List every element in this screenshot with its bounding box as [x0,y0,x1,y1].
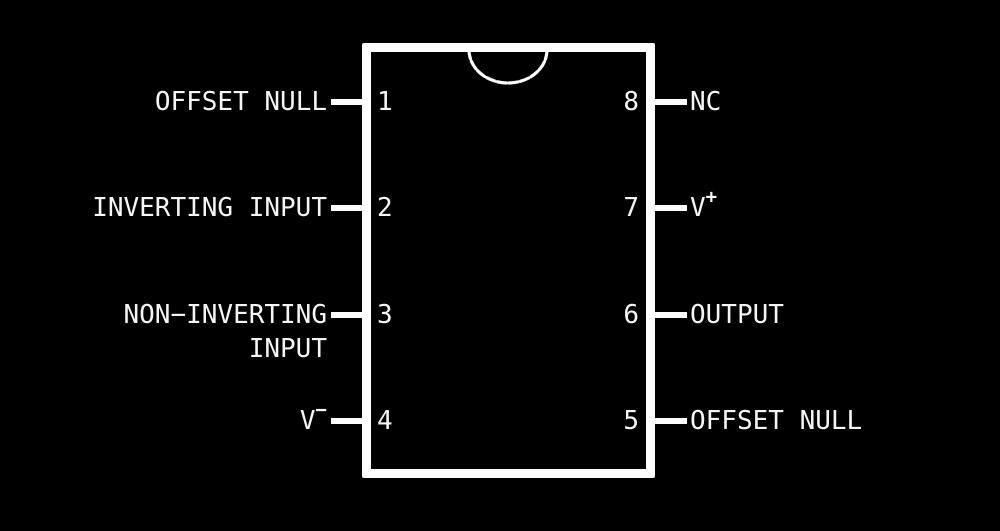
ic-body [362,43,655,478]
pin-2-lead [331,205,363,211]
pin-8-lead [653,99,687,105]
pin-3-number: 3 [377,300,393,330]
pin-8-label: NC [690,85,995,119]
pin-3-label-line1: NON−INVERTING [123,300,328,330]
pin-5-label: OFFSET NULL [690,404,995,438]
pin-5-number: 5 [623,406,639,436]
pin-1-number: 1 [377,87,393,117]
pin-3-label-line2: INPUT [248,334,327,364]
pin-6-label: OUTPUT [690,298,995,332]
pin-3-lead [331,312,363,318]
pin-3-label: NON−INVERTING INPUT [0,298,328,366]
notch-icon [467,48,549,85]
pin-4-label: V− [0,401,327,438]
pin-8-label-text: NC [690,87,722,117]
pin-7-label-text: V [690,193,706,223]
pin-6-lead [653,312,687,318]
pin-7-number: 7 [623,193,639,223]
pin-8-number: 8 [623,87,639,117]
pin-4-label-superscript: − [315,399,327,422]
pin-6-label-text: OUTPUT [690,300,784,330]
pin-6-number: 6 [623,300,639,330]
pin-1-lead [331,99,363,105]
pin-5-label-text: OFFSET NULL [690,406,863,436]
pin-2-number: 2 [377,193,393,223]
pin-4-label-text: V [299,406,316,436]
pin-2-label: INVERTING INPUT [0,191,327,225]
pin-2-label-text: INVERTING INPUT [92,193,327,223]
pin-5-lead [653,418,687,424]
pin-7-lead [653,205,687,211]
pin-7-label: V+ [690,188,995,225]
pin-7-label-superscript: + [705,186,718,209]
pin-1-label-text: OFFSET NULL [154,87,327,117]
pin-4-number: 4 [377,406,393,436]
pin-1-label: OFFSET NULL [0,85,327,119]
pin-4-lead [331,418,363,424]
